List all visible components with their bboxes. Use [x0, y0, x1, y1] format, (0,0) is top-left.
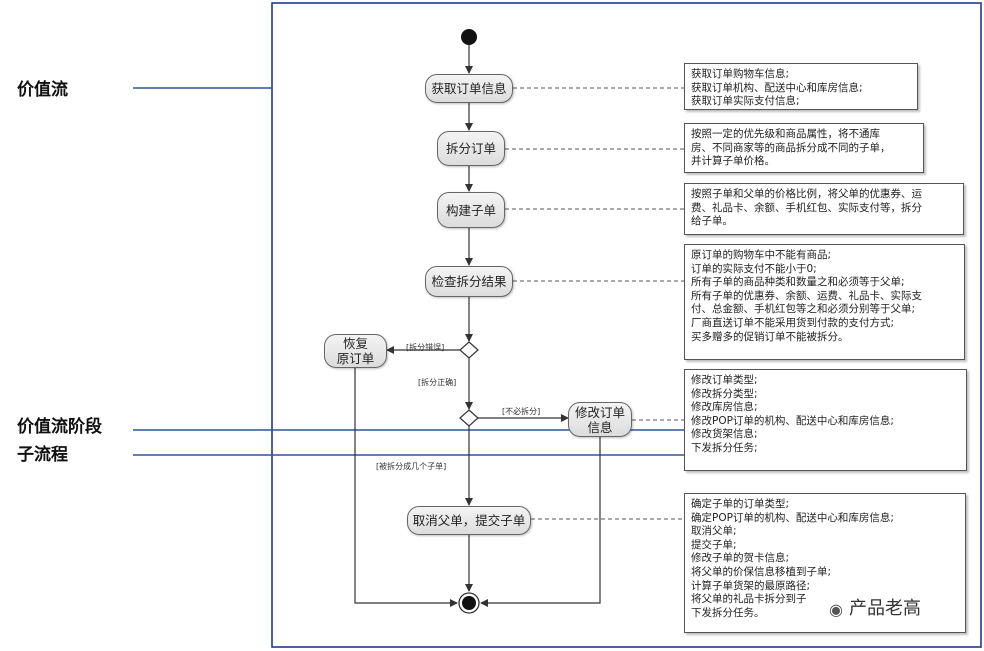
note-line: 修改POP订单的机构、配送中心和库房信息; — [691, 414, 894, 427]
watermark: ◉产品老高 — [825, 594, 925, 620]
note-line: 修改拆分类型; — [691, 387, 758, 400]
label-subprocess: 子流程 — [17, 445, 68, 465]
note-line: 并计算子单价格。 — [691, 155, 775, 168]
note-line: 原订单的购物车中不能有商品; — [691, 249, 832, 261]
note-line: 修改子单的贺卡信息; — [691, 552, 790, 565]
end-node-outer — [458, 592, 480, 614]
guard-no-split: [不必拆分] — [502, 407, 541, 416]
note-line: 确定POP订单的机构、配送中心和库房信息; — [691, 511, 894, 524]
note-line: 给子单。 — [691, 215, 733, 228]
note-line: 下发拆分任务。 — [691, 606, 765, 619]
node-get-order-info: 获取订单信息 — [425, 74, 513, 103]
note-line: 计算子单货架的最原路径; — [691, 579, 811, 592]
note-split-order: 按照一定的优先级和商品属性，将不通库 房、不同商家等的商品拆分成不同的子单， 并… — [684, 123, 924, 173]
note-check-split-result: 原订单的购物车中不能有商品; 订单的实际支付不能小于0; 所有子单的商品种类和数… — [684, 244, 965, 360]
flow-modify-to-end — [480, 437, 601, 607]
flow-restore-to-end — [354, 368, 458, 607]
node-check-split-result: 检查拆分结果 — [425, 266, 513, 297]
note-line: 下发拆分任务; — [691, 441, 758, 454]
note-line: 订单的实际支付不能小于0; — [691, 262, 817, 275]
guard-split-error: [拆分错误] — [406, 343, 445, 352]
decision-split-check — [459, 341, 479, 359]
note-get-order-info: 获取订单购物车信息; 获取订单机构、配送中心和库房信息; 获取订单实际支付信息; — [684, 63, 918, 110]
node-cancel-parent-submit-sub: 取消父单，提交子单 — [407, 506, 531, 535]
note-line: 获取订单机构、配送中心和库房信息; — [691, 81, 863, 94]
note-line: 确定子单的订单类型; — [691, 498, 790, 510]
note-line: 房、不同商家等的商品拆分成不同的子单， — [691, 141, 891, 154]
diagram-frame — [271, 2, 982, 648]
wechat-icon: ◉ — [829, 599, 843, 619]
note-line: 厂商直送订单不能采用货到付款的支付方式; — [691, 316, 895, 329]
note-line: 所有子单的商品种类和数量之和必须等于父单; — [691, 276, 905, 289]
note-line: 付、总金额、手机红包等之和必须分别等于父单; — [691, 303, 916, 316]
note-line: 修改货架信息; — [691, 428, 758, 441]
note-line: 获取订单购物车信息; — [691, 68, 790, 80]
note-line: 修改订单类型; — [691, 374, 758, 386]
node-build-sub-order: 构建子单 — [437, 192, 505, 228]
note-modify-order-info: 修改订单类型; 修改拆分类型; 修改库房信息; 修改POP订单的机构、配送中心和… — [684, 369, 967, 471]
note-line: 所有子单的优惠券、余额、运费、礼品卡、实际支 — [691, 289, 922, 302]
note-line: 将父单的价保信息移植到子单; — [691, 565, 832, 578]
node-restore-original-order: 恢复 原订单 — [324, 334, 387, 368]
watermark-text: 产品老高 — [848, 598, 921, 619]
note-line: 修改库房信息; — [691, 401, 758, 414]
label-value-stream: 价值流 — [17, 80, 68, 100]
note-line: 按照子单和父单的价格比例，将父单的优惠券、运 — [691, 188, 922, 200]
note-line: 买多赠多的促销订单不能被拆分。 — [691, 330, 849, 343]
guard-split-ok: [拆分正确] — [418, 378, 457, 387]
note-line: 获取订单实际支付信息; — [691, 95, 800, 108]
note-line: 费、礼品卡、余额、手机红包、实际支付等，拆分 — [691, 201, 922, 214]
label-value-stream-stage: 价值流阶段 — [17, 417, 102, 437]
note-build-sub-order: 按照子单和父单的价格比例，将父单的优惠券、运 费、礼品卡、余额、手机红包、实际支… — [684, 183, 964, 235]
note-line: 取消父单; — [691, 525, 737, 538]
note-line: 提交子单; — [691, 538, 737, 551]
start-node — [461, 29, 477, 45]
note-line: 按照一定的优先级和商品属性，将不通库 — [691, 128, 880, 140]
decision-need-split — [459, 409, 479, 427]
end-node — [462, 596, 476, 610]
guard-split-into-many: [被拆分成几个子单] — [376, 462, 447, 471]
node-modify-order-info: 修改订单 信息 — [568, 402, 632, 437]
note-line: 将父单的礼品卡拆分到子 — [691, 593, 807, 606]
node-split-order: 拆分订单 — [437, 131, 505, 166]
